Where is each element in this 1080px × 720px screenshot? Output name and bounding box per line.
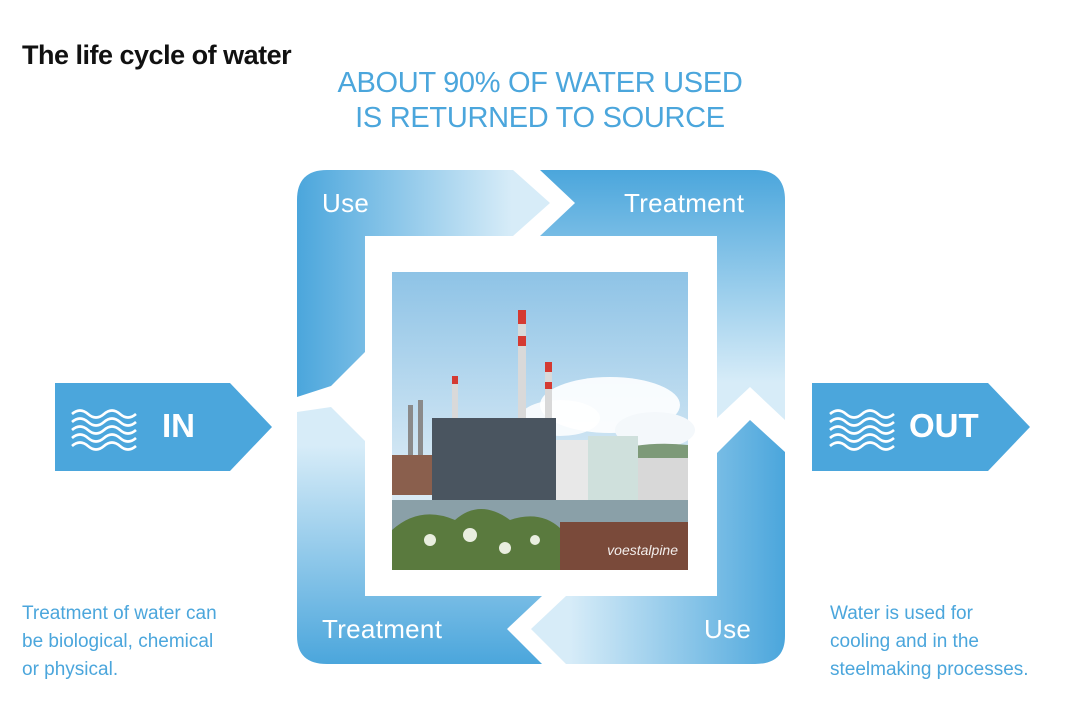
cycle-label-use-bottom: Use	[704, 614, 752, 644]
photo-credit: voestalpine	[607, 542, 678, 558]
cycle-label-treatment-top: Treatment	[624, 188, 745, 218]
note-left-line-2: be biological, chemical	[22, 631, 214, 652]
in-label: IN	[162, 407, 195, 444]
in-arrow	[55, 383, 272, 471]
cycle-segment-bottom-right	[531, 420, 785, 664]
cycle-segment-bottom-left	[297, 407, 542, 664]
note-right-line-1: Water is used for	[830, 603, 973, 624]
note-right: Water is used for cooling and in the ste…	[830, 600, 1029, 684]
out-arrow	[812, 383, 1030, 471]
headline-line-2: IS RETURNED TO SOURCE	[355, 102, 725, 134]
headline-line-1: ABOUT 90% OF WATER USED	[337, 67, 743, 99]
page-title: The life cycle of water	[22, 40, 292, 70]
steel-plant-photo	[392, 272, 695, 570]
note-left: Treatment of water can be biological, ch…	[22, 600, 217, 684]
cycle-segment-top-right	[540, 170, 785, 420]
out-label: OUT	[909, 407, 979, 444]
photo-frame: voestalpine	[392, 272, 688, 570]
note-right-line-3: steelmaking processes.	[830, 659, 1029, 680]
note-left-line-3: or physical.	[22, 659, 119, 680]
cycle-segment-top-left	[297, 170, 550, 397]
note-left-line-1: Treatment of water can	[22, 603, 217, 624]
water-waves-icon	[829, 409, 895, 451]
water-waves-icon	[71, 409, 137, 451]
cycle-label-use-top: Use	[322, 188, 370, 218]
note-right-line-2: cooling and in the	[830, 631, 979, 652]
cycle-label-treatment-bottom: Treatment	[322, 614, 443, 644]
headline: ABOUT 90% OF WATER USED IS RETURNED TO S…	[300, 66, 780, 136]
